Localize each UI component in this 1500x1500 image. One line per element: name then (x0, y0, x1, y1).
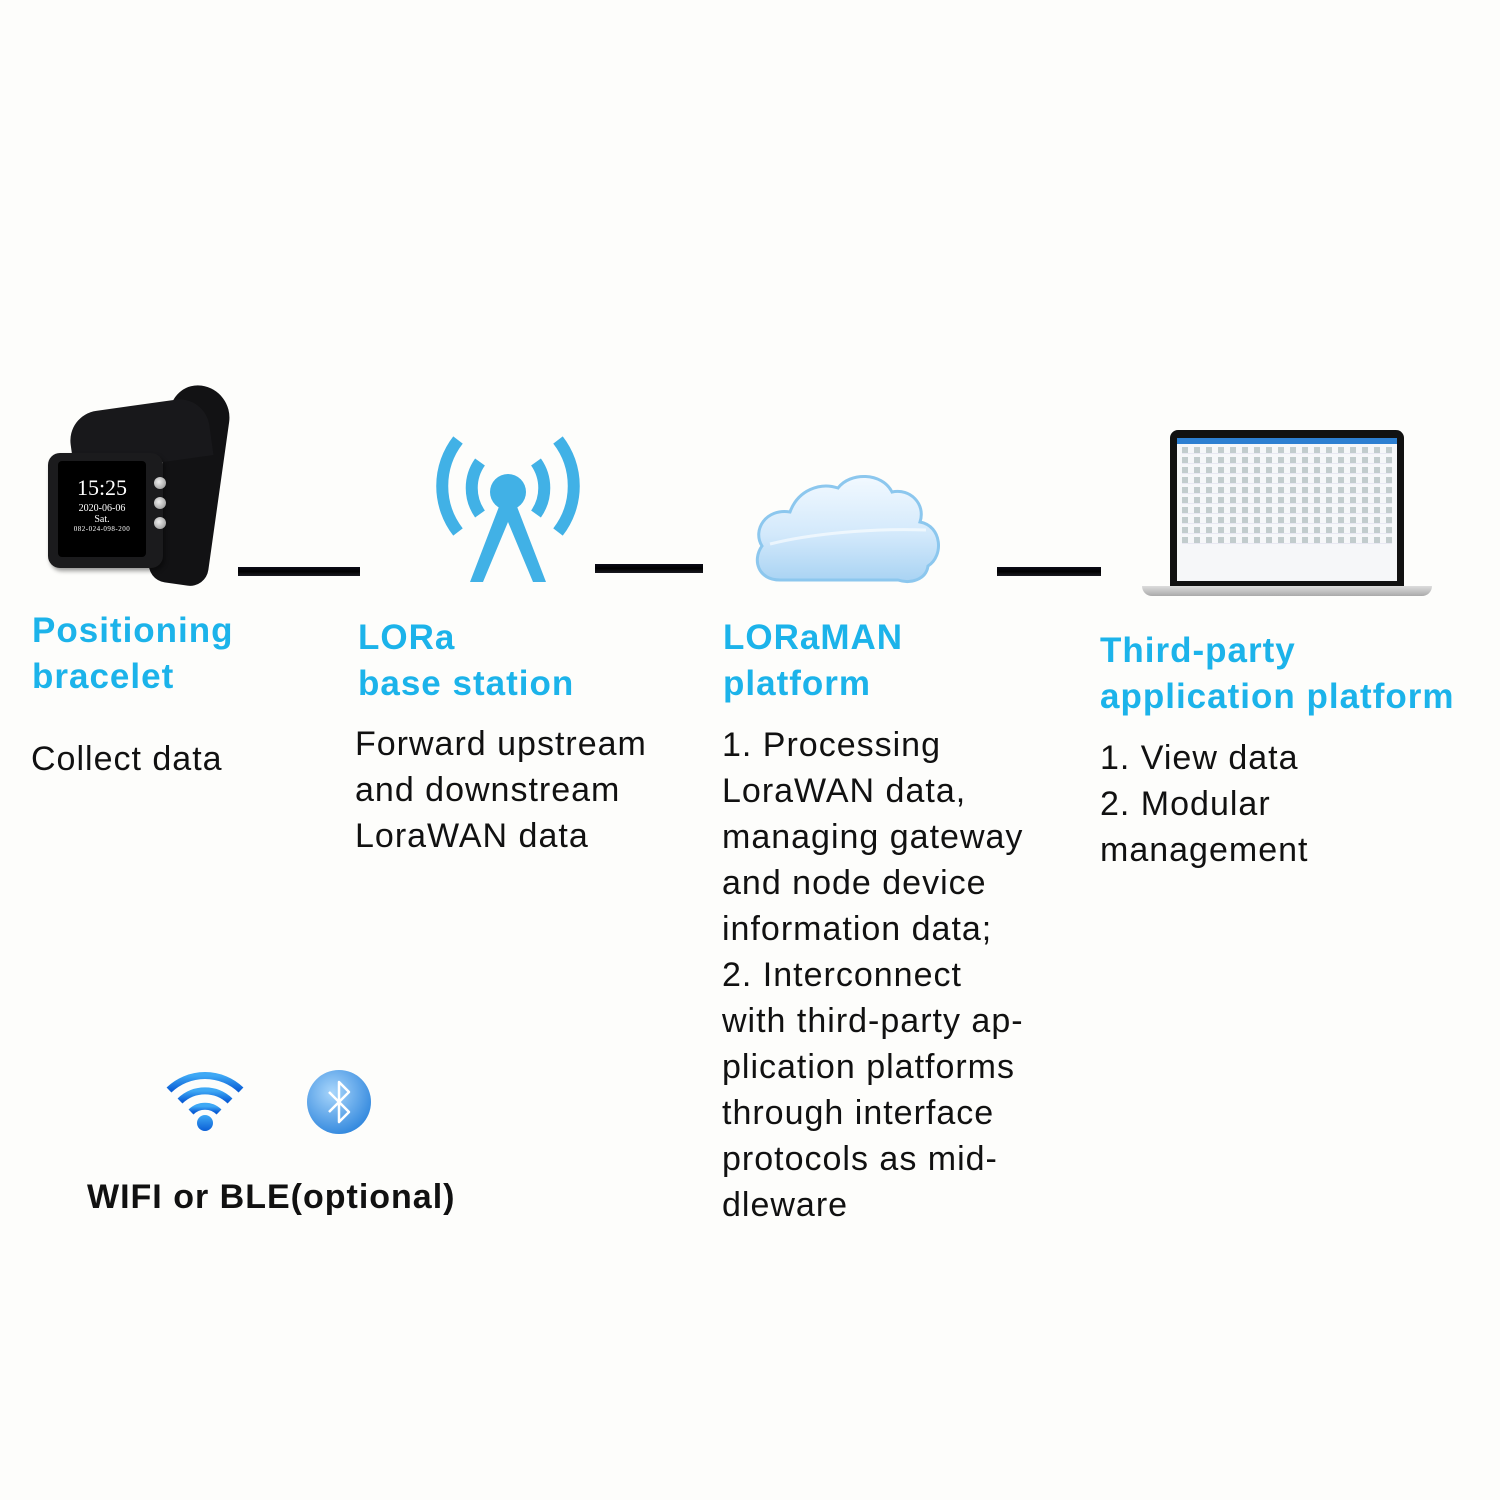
desc-line: 1. Processing (722, 726, 941, 764)
title-line: LORaMAN (723, 618, 904, 657)
title-line: base station (358, 664, 575, 703)
title-line: Third-party (1100, 631, 1296, 670)
desc-line: dleware (722, 1186, 849, 1224)
desc-line: and node device (722, 864, 987, 902)
cloud-icon (756, 475, 940, 583)
bluetooth-icon (307, 1070, 371, 1134)
laptop-icon (1142, 430, 1432, 600)
antenna-tower-icon (436, 436, 580, 582)
node-title-bracelet: Positioning bracelet (32, 608, 234, 700)
watch-date: 2020-06-06 (78, 503, 126, 514)
desc-line: 1. View data (1100, 739, 1299, 777)
wifi-icon (166, 1072, 244, 1131)
watch-time: 15:25 (76, 475, 128, 500)
desc-line: Forward upstream (355, 725, 647, 763)
desc-line: LoraWAN data (355, 817, 589, 855)
desc-line: plication platforms (722, 1048, 1016, 1086)
connector-line (238, 567, 360, 576)
node-title-third-party: Third-party application platform (1100, 628, 1454, 720)
desc-line: 2. Interconnect (722, 956, 962, 994)
title-line: bracelet (32, 657, 175, 696)
desc-line: and downstream (355, 771, 621, 809)
watch-device-id: 082-024-098-200 (73, 525, 131, 533)
node-title-base-station: LORa base station (358, 615, 574, 707)
watch-day: Sat. (94, 514, 110, 525)
title-line: application platform (1100, 677, 1455, 716)
desc-line: 2. Modular (1100, 785, 1271, 823)
node-desc-base-station: Forward upstream and downstream LoraWAN … (355, 721, 647, 859)
node-desc-bracelet: Collect data (31, 736, 223, 782)
desc-line: through interface (722, 1094, 995, 1132)
desc-line: management (1100, 831, 1309, 869)
desc-line: with third-party ap- (722, 1002, 1024, 1040)
node-desc-third-party: 1. View data 2. Modular management (1100, 735, 1308, 873)
desc-line: managing gateway (722, 818, 1024, 856)
desc-line: Collect data (31, 740, 223, 778)
smartwatch-icon: 15:25 2020-06-06 Sat. 082-024-098-200 (40, 381, 234, 589)
desc-line: LoraWAN data, (722, 772, 967, 810)
connector-line (997, 567, 1101, 576)
title-line: platform (723, 664, 871, 703)
watch-screen: 15:25 2020-06-06 Sat. 082-024-098-200 (58, 461, 146, 557)
node-desc-loraman: 1. Processing LoraWAN data, managing gat… (722, 722, 1024, 1228)
title-line: Positioning (32, 611, 234, 650)
desc-line: information data; (722, 910, 993, 948)
title-line: LORa (358, 618, 456, 657)
connector-line (595, 564, 703, 573)
desc-line: protocols as mid- (722, 1140, 998, 1178)
connectivity-label: WIFI or BLE(optional) (87, 1178, 456, 1216)
node-title-loraman: LORaMAN platform (723, 615, 903, 707)
